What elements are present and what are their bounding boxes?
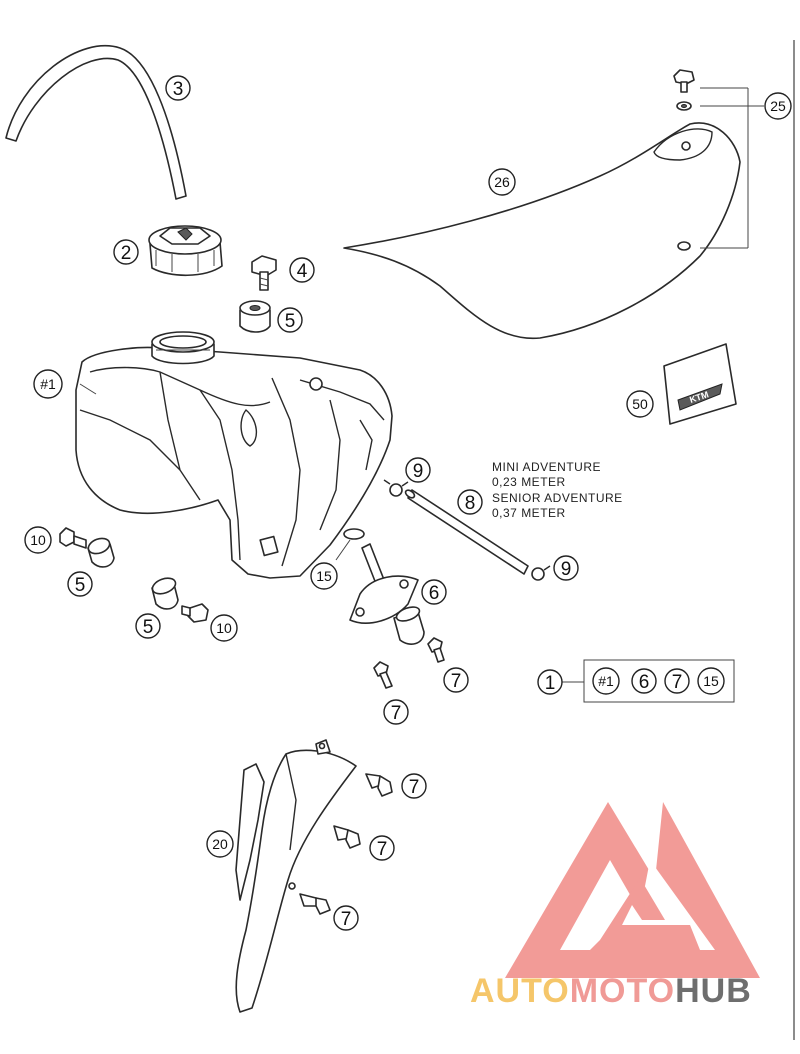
svg-text:3: 3 [173, 79, 184, 100]
svg-text:15: 15 [703, 673, 719, 689]
part-spacer-5b [87, 537, 115, 568]
part-spacer-5c [151, 577, 179, 610]
watermark-part-3: HUB [675, 972, 752, 1010]
callout-7-shroud-bottom: 7 [333, 905, 359, 931]
kit-callout-number: 1 [537, 669, 563, 695]
note-line-1: MINI ADVENTURE [492, 460, 601, 474]
callout-4: 4 [289, 257, 315, 283]
callout-10-left: 10 [24, 526, 52, 554]
part-screw-7b [373, 661, 393, 689]
callout-5-center: 5 [135, 613, 161, 639]
svg-text:7: 7 [377, 839, 388, 860]
callout-15: 15 [310, 562, 338, 590]
part-fuel-tank [75, 331, 393, 579]
svg-text:#1: #1 [40, 376, 56, 392]
kit-item-3: 7 [664, 668, 690, 694]
callout-7-shroud-mid: 7 [369, 835, 395, 861]
callout-2: 2 [113, 239, 139, 265]
svg-text:2: 2 [121, 243, 132, 264]
svg-text:1: 1 [545, 673, 556, 694]
svg-text:9: 9 [413, 461, 424, 482]
callout-8: 8 [457, 489, 483, 515]
callout-25: 25 [764, 92, 792, 120]
callout-5-top: 5 [277, 307, 303, 333]
callout-7-right: 7 [443, 667, 469, 693]
svg-text:5: 5 [285, 311, 296, 332]
svg-text:50: 50 [632, 396, 648, 412]
part-spacer-top [239, 300, 271, 333]
part-screw-7a [427, 637, 445, 663]
part-hose-clamp-bottom [531, 565, 551, 581]
callout-20: 20 [206, 830, 234, 858]
part-seat [343, 122, 741, 340]
watermark-text: AUTOMOTOHUB [470, 972, 752, 1010]
callout-9-top: 9 [405, 457, 431, 483]
callout-10-center: 10 [210, 614, 238, 642]
part-seat-bolt [673, 69, 695, 111]
logo-g-shape [590, 878, 700, 950]
part-fuel-cap [148, 225, 223, 277]
svg-text:6: 6 [639, 672, 650, 693]
part-fuel-tap [349, 543, 425, 645]
kit-item-1: #1 [592, 667, 620, 695]
hose-length-note: MINI ADVENTURE 0,23 METER SENIOR ADVENTU… [492, 460, 623, 520]
kit-item-4: 15 [697, 667, 725, 695]
svg-text:#1: #1 [598, 673, 614, 689]
part-screw-7d [333, 825, 361, 849]
part-mount-bolt [251, 255, 277, 291]
part-screw-7e [299, 893, 331, 915]
watermark-part-2: MOTO [570, 972, 675, 1010]
note-line-2: 0,23 METER [492, 475, 566, 489]
svg-text:4: 4 [297, 261, 308, 282]
callout-3: 3 [165, 75, 191, 101]
svg-text:6: 6 [429, 583, 440, 604]
svg-text:5: 5 [143, 617, 154, 638]
part-fuel-hose [404, 489, 529, 575]
kit-box [562, 659, 735, 703]
callout-50: 50 [626, 390, 654, 418]
svg-text:AUTOMOTOHUB: AUTOMOTOHUB [470, 972, 752, 1010]
leader-lines [79, 383, 351, 561]
part-bolt-10a [59, 527, 87, 549]
callout-7-left: 7 [383, 699, 409, 725]
part-decal: KTM [663, 343, 737, 425]
svg-text:26: 26 [494, 174, 510, 190]
watermark-part-1: AUTO [470, 972, 570, 1010]
callout-tank-1: #1 [33, 369, 63, 399]
callout-6: 6 [421, 579, 447, 605]
note-line-4: 0,37 METER [492, 506, 566, 520]
part-breather-hose [5, 45, 187, 200]
part-hose-clamp-top [383, 479, 409, 497]
callout-7-shroud-top: 7 [401, 773, 427, 799]
svg-text:7: 7 [341, 909, 352, 930]
svg-text:10: 10 [30, 532, 46, 548]
svg-text:5: 5 [75, 575, 86, 596]
callout-26: 26 [488, 168, 516, 196]
callout-9-bottom: 9 [553, 555, 579, 581]
note-line-3: SENIOR ADVENTURE [492, 491, 623, 505]
part-o-ring [343, 528, 365, 540]
kit-item-2: 6 [631, 668, 657, 694]
svg-text:25: 25 [770, 98, 786, 114]
svg-text:7: 7 [409, 777, 420, 798]
svg-text:7: 7 [451, 671, 462, 692]
part-screw-7c [365, 773, 393, 797]
svg-text:7: 7 [391, 703, 402, 724]
part-radiator-shroud [235, 739, 357, 1013]
watermark-logo [505, 802, 760, 978]
svg-text:8: 8 [465, 493, 476, 514]
part-bolt-10b [181, 603, 209, 623]
svg-text:10: 10 [216, 620, 232, 636]
svg-text:20: 20 [212, 836, 228, 852]
bracket-25 [700, 87, 764, 249]
svg-text:7: 7 [672, 672, 683, 693]
svg-text:9: 9 [561, 559, 572, 580]
callout-5-left: 5 [67, 571, 93, 597]
svg-text:15: 15 [316, 568, 332, 584]
